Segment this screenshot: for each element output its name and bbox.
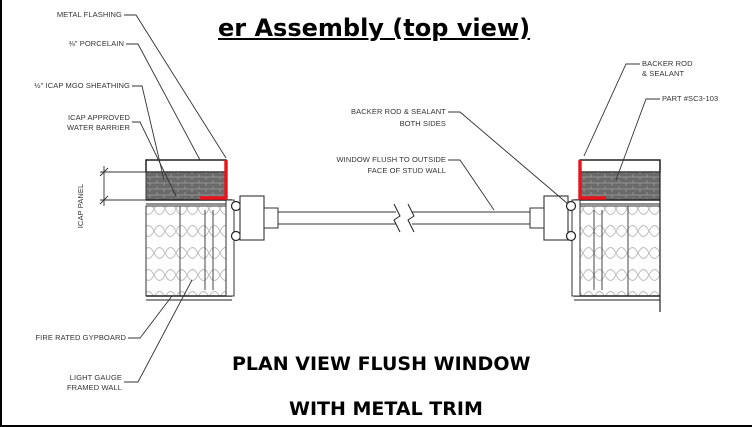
- caption-line2: WITH METAL TRIM: [289, 398, 483, 420]
- label-backer-rod-line1: BACKER ROD: [642, 59, 693, 68]
- left-leader-lines: [124, 14, 227, 383]
- label-icap-panel: ICAP PANEL: [76, 183, 85, 229]
- left-icap-panel: [145, 171, 227, 201]
- left-porcelain: [145, 159, 227, 173]
- drawing-title: er Assembly (top view): [218, 14, 531, 42]
- left-wall-section: [145, 159, 242, 301]
- right-framed-wall: [579, 205, 661, 297]
- label-window-flush-line2: FACE OF STUD WALL: [367, 166, 446, 175]
- icap-panel-dimension: [99, 166, 146, 206]
- frame-border-left: [0, 0, 2, 427]
- left-metal-trim: [200, 160, 228, 200]
- label-framed-wall-line2: FRAMED WALL: [67, 383, 122, 392]
- label-window-flush-line1: WINDOW FLUSH TO OUTSIDE: [336, 155, 446, 164]
- left-window-frame: [239, 195, 265, 241]
- label-fire-rated-gypboard: FIRE RATED GYPBOARD: [35, 333, 126, 342]
- label-water-barrier-line1: ICAP APPROVED: [67, 113, 130, 122]
- right-metal-trim: [578, 160, 606, 200]
- label-metal-flashing: METAL FLASHING: [56, 10, 122, 19]
- label-backer-rod-both-line1: BACKER ROD & SEALANT: [351, 107, 446, 116]
- right-leader-lines: [583, 63, 660, 181]
- right-wall-section: [565, 159, 661, 312]
- center-leader-lines: [448, 111, 569, 211]
- right-icap-panel: [579, 171, 661, 201]
- label-water-barrier-line2: WATER BARRIER: [67, 123, 130, 132]
- window-assembly: [239, 195, 569, 241]
- right-window-frame: [543, 195, 569, 241]
- label-mgo-sheathing: ½" ICAP MgO SHEATHING: [34, 81, 130, 90]
- frame-border-bottom: [0, 425, 752, 427]
- label-porcelain: ⅜" PORCELAIN: [68, 39, 124, 48]
- label-part-number: PART #SC3-103: [662, 94, 719, 103]
- left-framed-wall: [145, 205, 227, 297]
- caption-line1: PLAN VIEW FLUSH WINDOW: [232, 353, 531, 375]
- label-backer-rod-line2: & SEALANT: [642, 69, 685, 78]
- label-light-gauge-line1: LIGHT GAUGE: [69, 373, 122, 382]
- label-backer-rod-both-line2: BOTH SIDES: [399, 119, 446, 128]
